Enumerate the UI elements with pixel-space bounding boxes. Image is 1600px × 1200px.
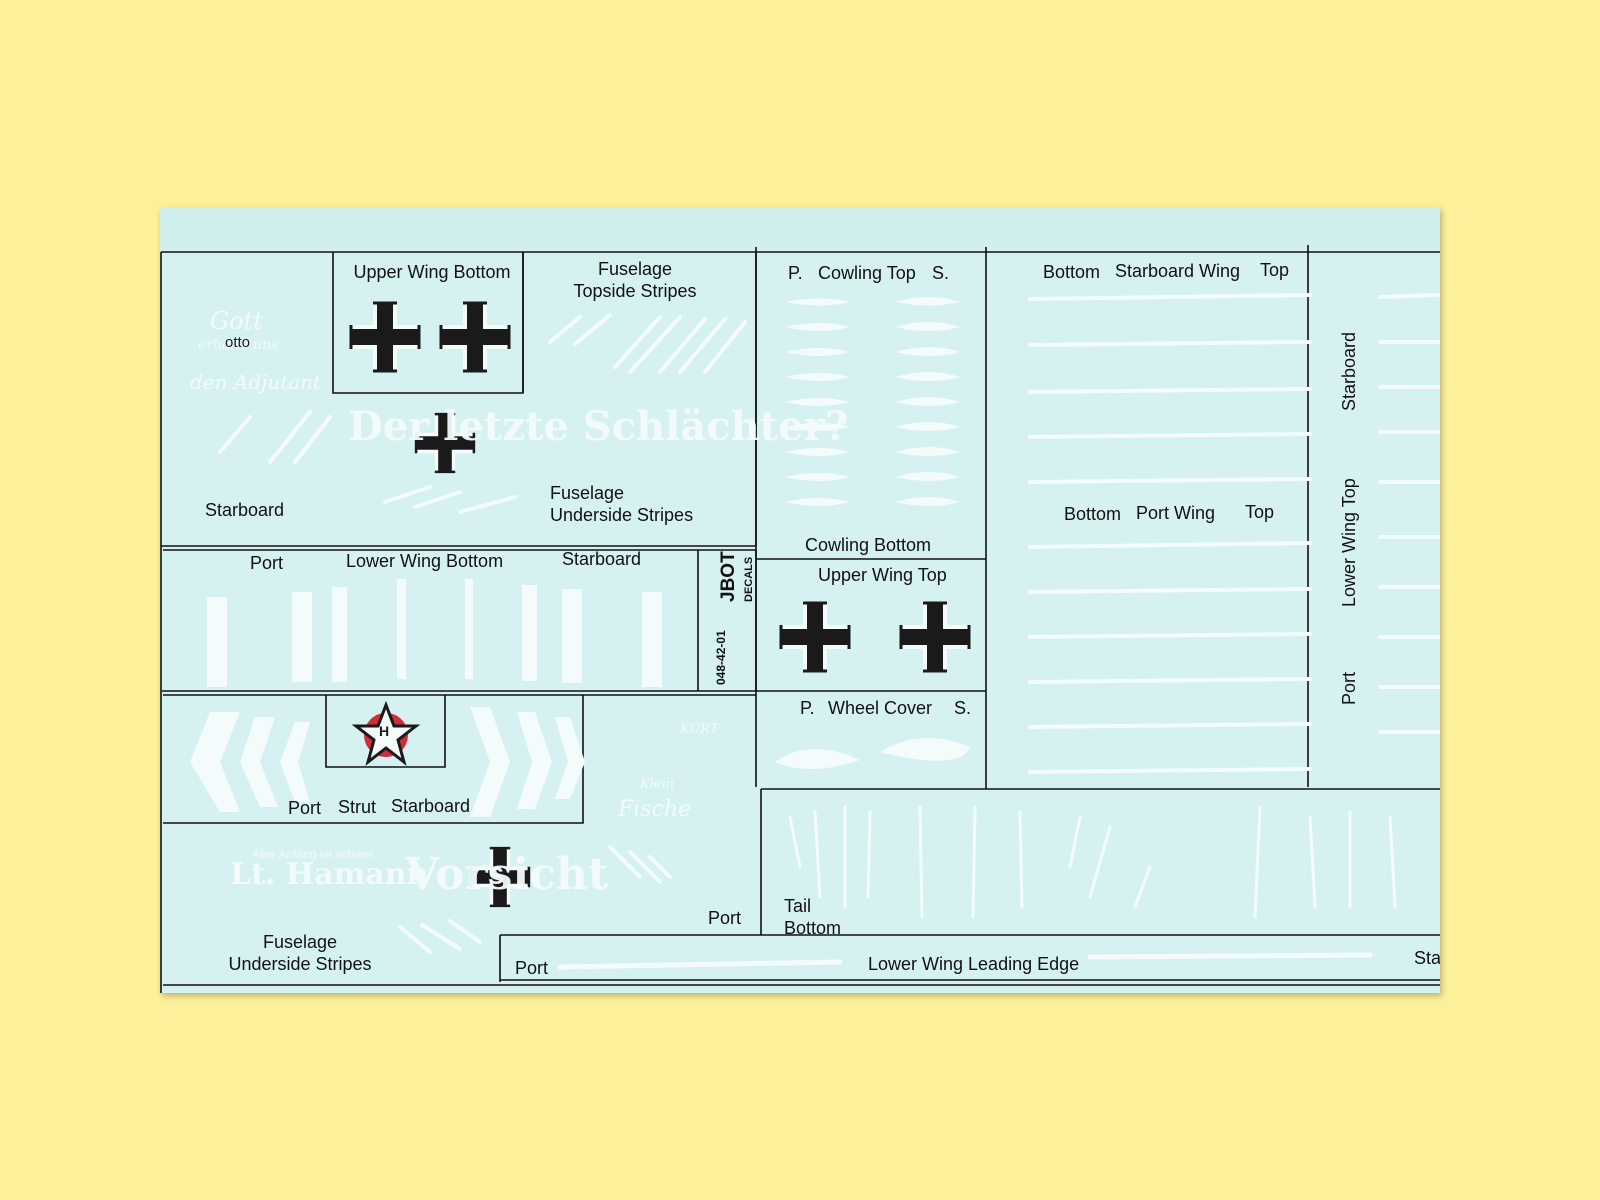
label-lower-wing-bottom: Lower Wing Bottom xyxy=(346,551,504,571)
label-vert-port: Port xyxy=(1339,671,1359,705)
label-wheel-p: P. xyxy=(800,698,815,718)
balkenkreuz-upper-wing-bottom-left xyxy=(349,301,421,373)
label-cowling-bottom: Cowling Bottom xyxy=(805,535,932,555)
decal-den-adjutant: den Adjutant xyxy=(190,370,322,394)
decal-lt-hamann: Lt. Hamann xyxy=(230,857,429,892)
label-cowling-top-s: S. xyxy=(932,263,950,283)
label-lower-wing-leading-edge: Lower Wing Leading Edge xyxy=(868,954,1080,974)
label-tail-bottom: Bottom xyxy=(784,918,842,938)
decal-sheet: Upper Wing Bottom Fuselage Topside Strip… xyxy=(160,207,1440,993)
label-lower-wing-starboard: Starboard xyxy=(562,549,642,569)
label-strut-starboard: Starboard xyxy=(391,796,471,816)
fuselage-underside-stripes-lower xyxy=(398,845,672,954)
topside-stripes xyxy=(218,313,747,514)
label-underside-stripes-2: Underside Stripes xyxy=(228,954,372,974)
balkenkreuz-upper-wing-top-left xyxy=(779,601,851,673)
sheet-code: 048-42-01 xyxy=(714,630,728,685)
tail-bottom-stripes xyxy=(788,805,1397,919)
decals-logo: DECALS xyxy=(743,556,755,602)
label-vert-lower-wing-top: Lower Wing Top xyxy=(1339,478,1359,607)
sheet-graphics xyxy=(160,245,1440,993)
label-port-wing: Port Wing xyxy=(1136,503,1216,523)
label-fuselage-underside-1: Fuselage xyxy=(550,483,625,503)
label-fuselage-2: Fuselage xyxy=(262,932,338,952)
decal-erhalte-uns: erhalte uns xyxy=(198,337,279,353)
h-star-emblem xyxy=(351,700,421,766)
label-cowling-top: Cowling Top xyxy=(818,263,916,283)
cowling-shapes xyxy=(785,297,960,506)
decal-fische: Fische xyxy=(618,797,692,822)
label-strut: Strut xyxy=(338,797,377,817)
balkenkreuz-upper-wing-bottom-right xyxy=(439,301,511,373)
label-leading-edge-port: Port xyxy=(515,958,549,978)
label-bottom-port: Bottom xyxy=(1064,504,1122,524)
strut-chevrons xyxy=(190,707,585,817)
balkenkreuz-upper-wing-top-right xyxy=(899,601,971,673)
label-lower-wing-port: Port xyxy=(250,553,284,573)
panel-borders xyxy=(160,245,1440,993)
label-wheel-cover: Wheel Cover xyxy=(828,698,933,718)
label-tail: Tail xyxy=(784,896,812,916)
label-upper-wing-top: Upper Wing Top xyxy=(818,565,947,585)
emblem-letter: H xyxy=(379,723,390,739)
label-fuselage-topside-2: Topside Stripes xyxy=(573,281,697,301)
jbot-logo: JBOT xyxy=(718,551,739,602)
lower-wing-bottom-stripes xyxy=(207,579,662,687)
label-wheel-s: S. xyxy=(954,698,972,718)
fuselage-letter: S xyxy=(488,863,505,890)
label-starboard-wing: Starboard Wing xyxy=(1115,261,1241,281)
sheet-top-strip xyxy=(160,207,1440,249)
label-upper-wing-bottom: Upper Wing Bottom xyxy=(353,262,511,282)
label-vert-starboard: Starboard xyxy=(1339,331,1359,411)
label-top-starboard: Top xyxy=(1260,260,1290,280)
decal-aller-anfang: Aller Anfang ist schwer xyxy=(252,847,374,861)
decal-gott: Gott xyxy=(210,307,263,335)
wheel-cover-shapes xyxy=(775,738,970,770)
label-top-port: Top xyxy=(1245,502,1275,522)
label-strut-port: Port xyxy=(288,798,322,818)
decal-otto: otto xyxy=(225,334,251,351)
label-starboard-left: Starboard xyxy=(205,500,285,520)
decal-vorsicht: Vorsicht xyxy=(405,849,609,900)
label-cowling-top-p: P. xyxy=(788,263,803,283)
leading-edge-stripes xyxy=(557,952,1373,970)
decal-klein: Klein xyxy=(640,777,675,792)
label-fuselage-underside-2: Underside Stripes xyxy=(550,505,694,525)
label-bottom-starboard: Bottom xyxy=(1043,262,1101,282)
label-leading-edge-sta: Sta xyxy=(1414,948,1440,968)
label-port-mid: Port xyxy=(708,908,742,928)
decal-kurt: KURT xyxy=(680,722,719,737)
decal-der-letzte-schlachter: Der letzte Schlächter? xyxy=(348,403,849,450)
label-fuselage-topside-1: Fuselage xyxy=(597,259,673,279)
wing-stripes xyxy=(1028,293,1440,774)
